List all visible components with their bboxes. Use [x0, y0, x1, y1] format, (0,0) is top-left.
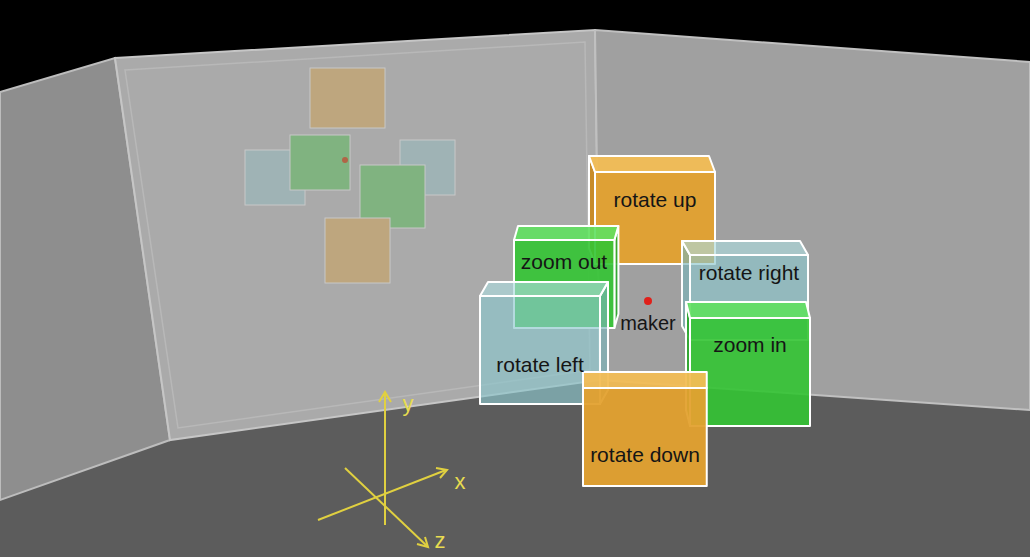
x-axis	[318, 470, 446, 520]
reflection-cube	[290, 135, 350, 190]
axis-label: x	[455, 470, 466, 494]
cube-label: rotate left	[496, 353, 584, 376]
cube-front	[583, 388, 707, 486]
reflection-cube	[325, 218, 390, 283]
cube-top	[480, 282, 608, 296]
cube-label: zoom out	[521, 250, 607, 273]
cube-top	[686, 302, 810, 318]
cube-label: rotate down	[590, 443, 700, 466]
reflection	[245, 68, 455, 283]
y-arrow	[379, 392, 391, 402]
cube-shape	[583, 372, 707, 486]
cube-top	[583, 372, 707, 388]
cube-front	[480, 296, 600, 404]
cube-top	[589, 156, 715, 172]
axes	[318, 392, 447, 547]
x-arrow	[436, 468, 447, 478]
z-axis	[345, 468, 427, 546]
cube-top	[682, 241, 808, 255]
marker-label: maker	[620, 312, 676, 334]
right-wall	[595, 30, 1030, 410]
axis-label: y	[403, 392, 414, 416]
cube-label: rotate right	[699, 261, 799, 284]
reflection-cube	[310, 68, 385, 128]
cube-top	[514, 226, 618, 240]
z-arrow	[417, 537, 428, 547]
cube-label: rotate up	[614, 188, 697, 211]
axis-label: z	[435, 529, 446, 553]
reflection-marker	[342, 157, 348, 163]
cube-front	[690, 318, 810, 426]
cube-faces	[583, 372, 707, 486]
cube-button: rotate down	[583, 372, 707, 486]
marker-dot	[644, 297, 652, 305]
cube-label: zoom in	[713, 333, 787, 356]
